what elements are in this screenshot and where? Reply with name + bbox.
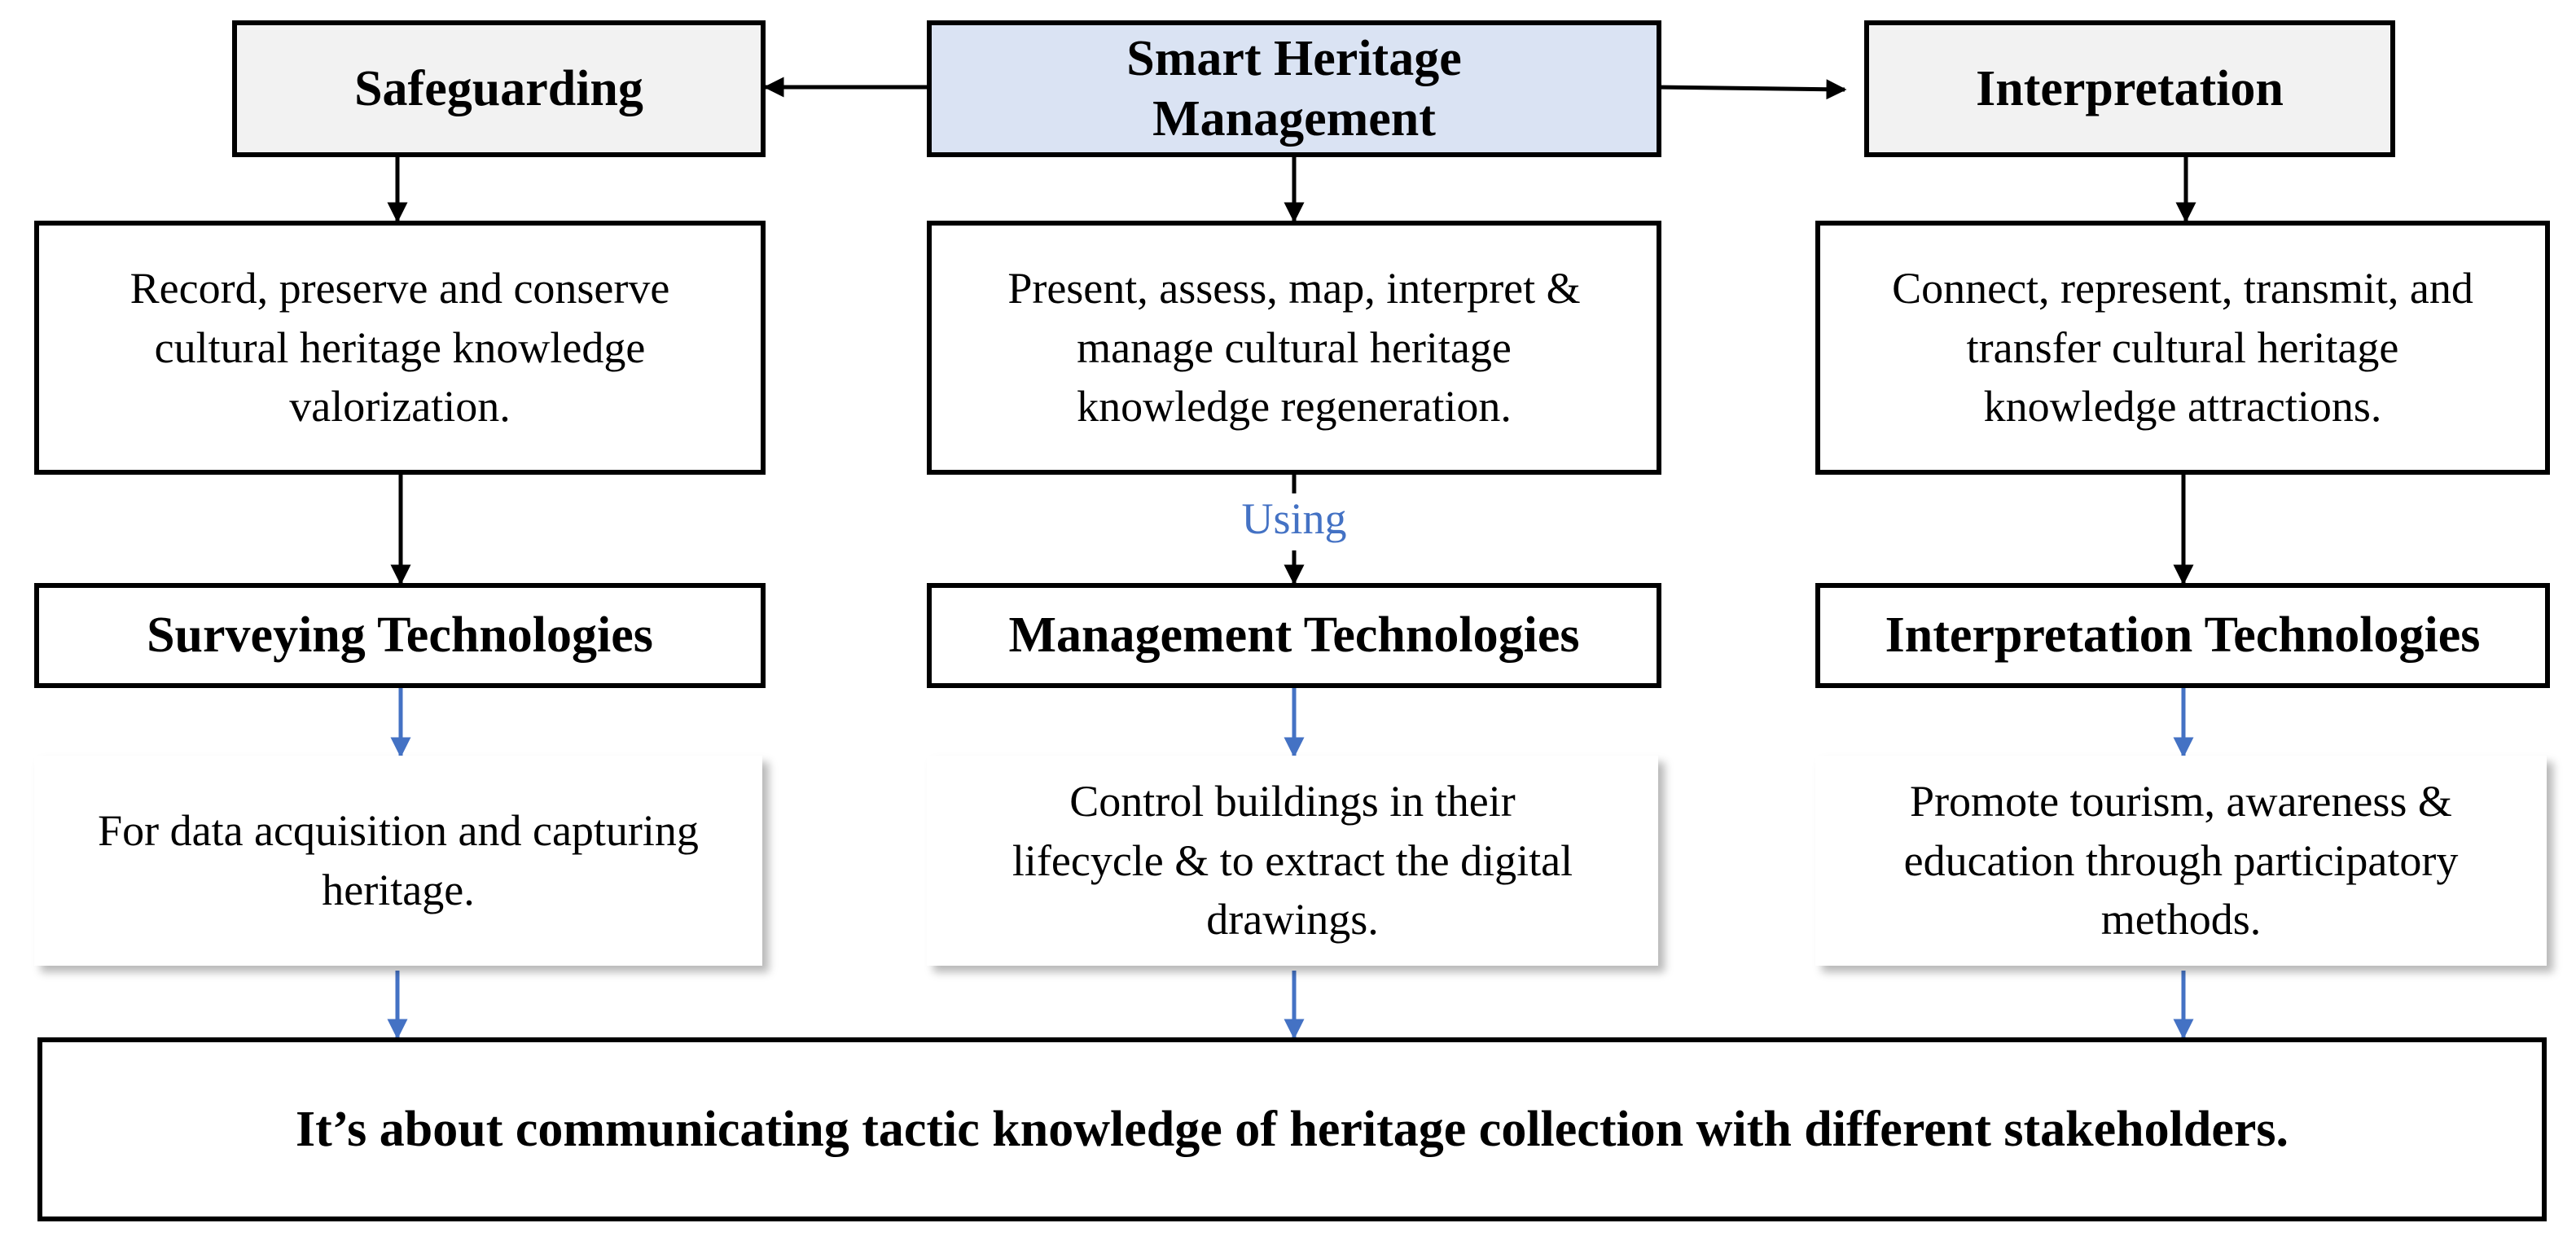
safeguarding-box: Safeguarding (232, 20, 766, 157)
surveying-technologies-label: Surveying Technologies (147, 607, 653, 664)
using-label: Using (1241, 494, 1347, 543)
management-detail-line2: lifecycle & to extract the digital (1012, 835, 1573, 885)
safeguarding-desc-line2: cultural heritage knowledge (154, 322, 646, 372)
management-detail-box: Control buildings in their lifecycle & t… (927, 756, 1658, 966)
interpretation-detail-line1: Promote tourism, awareness & (1910, 776, 2452, 826)
management-desc-line1: Present, assess, map, interpret & (1007, 263, 1581, 313)
interpretation-detail-line3: methods. (2100, 895, 2262, 945)
surveying-detail-line2: heritage. (322, 866, 475, 914)
interpretation-label: Interpretation (1976, 60, 2284, 116)
safeguarding-label: Safeguarding (354, 60, 643, 116)
smart-heritage-title-line2: Management (1152, 91, 1436, 147)
management-detail-line1: Control buildings in their (1069, 776, 1516, 826)
interpretation-technologies-box: Interpretation Technologies (1815, 583, 2550, 688)
surveying-technologies-box: Surveying Technologies (34, 583, 766, 688)
management-technologies-label: Management Technologies (1008, 607, 1580, 664)
safeguarding-desc-line3: valorization. (289, 382, 511, 432)
smart-heritage-management-box: Smart Heritage Management (927, 20, 1661, 157)
management-desc-line2: manage cultural heritage (1077, 322, 1512, 372)
interpretation-desc-line2: transfer cultural heritage (1966, 322, 2399, 372)
interpretation-technologies-label: Interpretation Technologies (1885, 607, 2481, 664)
interpretation-detail-box: Promote tourism, awareness & education t… (1815, 756, 2547, 966)
interpretation-box: Interpretation (1864, 20, 2395, 157)
interpretation-detail-line2: education through participatory (1903, 835, 2459, 885)
stakeholders-summary-text: It’s about communicating tactic knowledg… (295, 1101, 2289, 1157)
interpretation-desc-line3: knowledge attractions. (1983, 382, 2382, 432)
management-desc-line3: knowledge regeneration. (1077, 382, 1512, 432)
management-technologies-box: Management Technologies (927, 583, 1661, 688)
smart-heritage-title-line1: Smart Heritage (1126, 30, 1462, 86)
arrow-center-to-interpretation (1656, 79, 1847, 100)
surveying-detail-box: For data acquisition and capturing herit… (34, 756, 762, 966)
stakeholders-summary-box: It’s about communicating tactic knowledg… (37, 1037, 2547, 1221)
management-detail-line3: drawings. (1206, 895, 1379, 945)
interpretation-description-box: Connect, represent, transmit, and transf… (1815, 221, 2550, 475)
safeguarding-desc-line1: Record, preserve and conserve (129, 263, 670, 313)
management-description-box: Present, assess, map, interpret & manage… (927, 221, 1661, 475)
surveying-detail-line1: For data acquisition and capturing (98, 806, 699, 856)
safeguarding-description-box: Record, preserve and conserve cultural h… (34, 221, 766, 475)
interpretation-desc-line1: Connect, represent, transmit, and (1892, 263, 2473, 313)
